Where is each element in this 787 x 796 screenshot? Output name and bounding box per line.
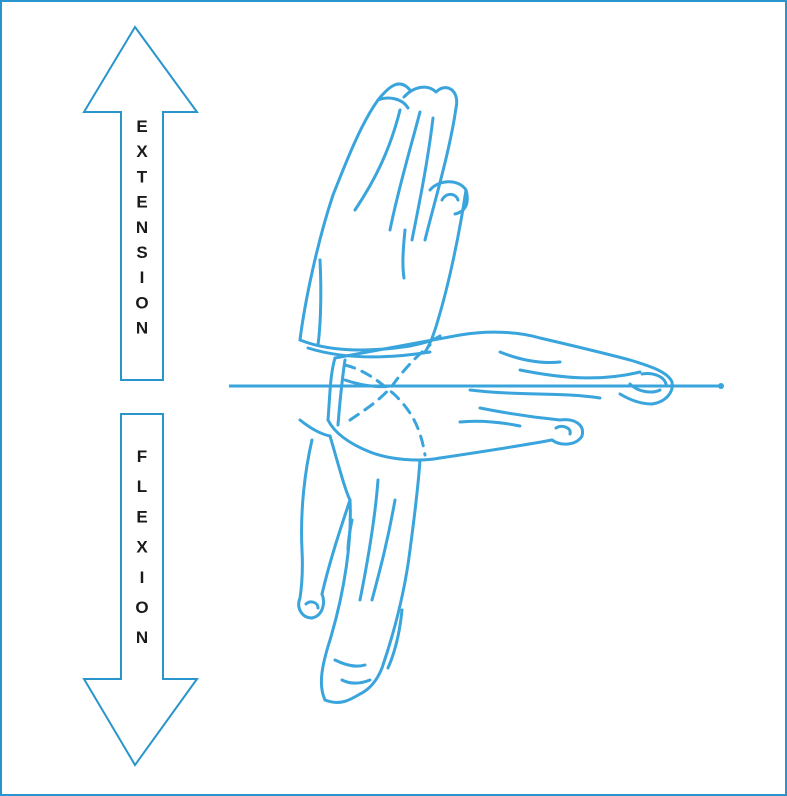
extension-label-letter: I [140,268,145,287]
flexion-label-letter: N [136,628,148,647]
extension-label-letter: O [135,293,148,312]
flexed-hand-drawing [299,420,420,702]
flexion-label-letter: I [140,568,145,587]
flexion-label-letter: L [137,477,147,496]
flexion-label-letter: F [137,447,147,466]
extension-label-letter: E [136,193,147,212]
flexion-label-letter: X [136,538,148,557]
extension-label-letter: E [136,117,147,136]
extension-label-letter: S [136,243,147,262]
flexion-label-letter: O [135,598,148,617]
extension-label-letter: N [136,319,148,338]
extension-label-letter: T [137,167,148,186]
extension-label-letter: N [136,218,148,237]
flexion-arrow [84,414,197,765]
neutral-hand-drawing [328,332,672,460]
extension-label-letter: X [136,142,148,161]
extended-hand-drawing [300,84,467,357]
flexion-label-letter: E [136,507,147,526]
